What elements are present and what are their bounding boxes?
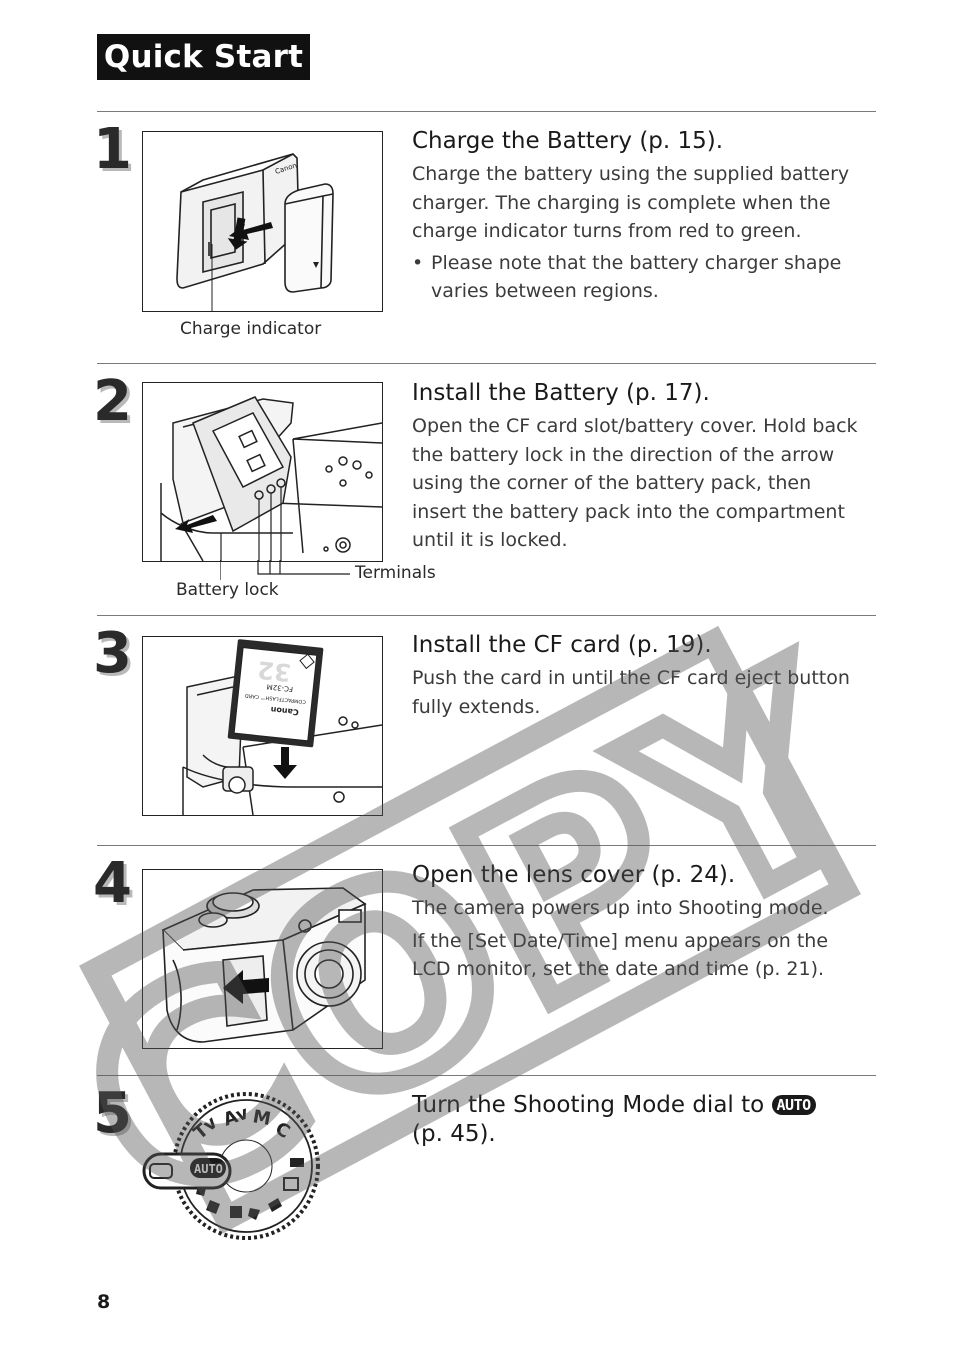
- step-4-body: The camera powers up into Shooting mode.…: [412, 894, 867, 984]
- svg-text:C: C: [272, 1118, 294, 1143]
- lens-cover-illustration: [142, 869, 383, 1049]
- step-number-1: 1: [93, 117, 132, 182]
- step-3-paragraph: Push the card in until the CF card eject…: [412, 667, 850, 718]
- cf-card-illustration: Canon COMPACTFLASH™ CARD FC-32M 32: [142, 636, 383, 816]
- svg-text:Canon: Canon: [270, 705, 299, 717]
- step-5-title-page-ref: (p. 45).: [412, 1121, 496, 1147]
- auto-mode-icon: AUTO: [771, 1095, 816, 1115]
- step-number-3: 3: [93, 621, 132, 686]
- divider: [97, 845, 876, 846]
- step-number-2: 2: [93, 369, 132, 434]
- label-battery-lock: Battery lock: [176, 580, 279, 600]
- step-5-title: Turn the Shooting Mode dial to AUTO (p. …: [412, 1091, 852, 1149]
- terminals-callout: [220, 560, 350, 580]
- divider: [97, 1075, 876, 1076]
- step-2-title: Install the Battery (p. 17).: [412, 380, 710, 406]
- step-1-body: Charge the battery using the supplied ba…: [412, 160, 867, 306]
- divider: [97, 111, 876, 112]
- step-number-5: 5: [93, 1081, 132, 1146]
- section-title: Quick Start: [97, 34, 310, 80]
- step-4-title: Open the lens cover (p. 24).: [412, 862, 736, 888]
- step-2-paragraph: Open the CF card slot/battery cover. Hol…: [412, 415, 858, 551]
- step-3-title: Install the CF card (p. 19).: [412, 632, 712, 658]
- step-1-note: • Please note that the battery charger s…: [412, 249, 867, 306]
- mode-dial-illustration: Tv Av M C AUTO: [138, 1088, 338, 1248]
- divider: [97, 363, 876, 364]
- page-number: 8: [97, 1291, 111, 1313]
- step-3-body: Push the card in until the CF card eject…: [412, 664, 867, 721]
- step-2-body: Open the CF card slot/battery cover. Hol…: [412, 412, 867, 555]
- step-1-paragraph: Charge the battery using the supplied ba…: [412, 163, 850, 242]
- battery-install-illustration: [142, 382, 383, 562]
- svg-text:FC-32M: FC-32M: [266, 682, 293, 693]
- svg-text:Tv: Tv: [190, 1112, 222, 1144]
- label-terminals: Terminals: [355, 563, 436, 583]
- bullet-mark: •: [412, 251, 424, 274]
- divider: [97, 615, 876, 616]
- step-5-title-text: Turn the Shooting Mode dial to: [412, 1092, 765, 1118]
- step-4-paragraph-2: If the [Set Date/Time] menu appears on t…: [412, 929, 829, 981]
- step-number-4: 4: [93, 851, 132, 916]
- svg-text:M: M: [251, 1106, 272, 1130]
- step-1-title: Charge the Battery (p. 15).: [412, 128, 724, 154]
- step-4-paragraph-1: The camera powers up into Shooting mode.: [412, 897, 829, 919]
- step-1-note-text: Please note that the battery charger sha…: [431, 251, 842, 303]
- battery-charger-illustration: Canon: [142, 131, 383, 312]
- label-charge-indicator: Charge indicator: [180, 319, 322, 339]
- svg-text:Av: Av: [221, 1102, 252, 1130]
- svg-text:32: 32: [256, 655, 292, 686]
- svg-text:AUTO: AUTO: [194, 1162, 223, 1176]
